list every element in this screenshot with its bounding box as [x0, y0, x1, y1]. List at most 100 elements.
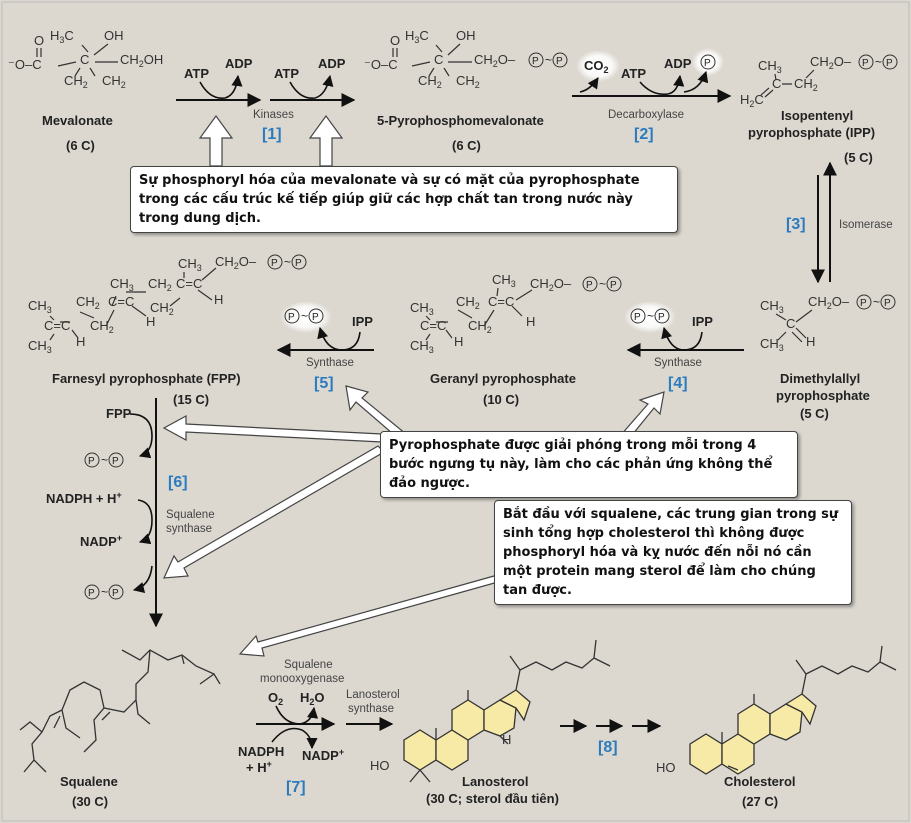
dmapp-structure: CH3 CH2O– C CH3 H P ~ P: [760, 294, 896, 353]
step-4-label: [4]: [668, 375, 688, 392]
svg-text:ATP: ATP: [184, 66, 209, 81]
synthase-label-5: Synthase: [306, 357, 354, 369]
step4-reaction: P ~ P IPP Synthase [4]: [624, 301, 744, 392]
svg-text:CH3: CH3: [410, 338, 434, 355]
svg-text:ADP: ADP: [225, 56, 253, 71]
monooxygenase-label-2: monooxygenase: [260, 673, 344, 685]
svg-text:ADP: ADP: [318, 56, 346, 71]
svg-text:~: ~: [101, 585, 108, 599]
ipp-name-1: Isopentenyl: [781, 108, 853, 123]
svg-text:⁻O–C: ⁻O–C: [8, 57, 42, 72]
svg-text:O: O: [34, 33, 44, 48]
lanosterol-carbons: (30 C; sterol đầu tiên): [426, 791, 559, 806]
step-8-label: [8]: [598, 739, 618, 756]
svg-text:P: P: [884, 298, 891, 309]
svg-text:OH: OH: [104, 28, 124, 43]
svg-text:HO: HO: [370, 758, 390, 773]
svg-text:~: ~: [599, 277, 606, 291]
svg-text:C: C: [772, 76, 781, 91]
svg-text:CH3: CH3: [28, 298, 52, 315]
step-3-label: [3]: [786, 216, 806, 233]
step-1-label: [1]: [262, 126, 282, 143]
svg-text:CH3: CH3: [492, 272, 516, 289]
svg-text:P: P: [271, 258, 278, 269]
svg-text:CH3: CH3: [410, 300, 434, 317]
svg-text:IPP: IPP: [352, 314, 373, 329]
mevalonate-structure: O H3C OH ⁻O–C C CH2OH CH2 CH2: [8, 28, 163, 90]
step8-reaction: [8]: [560, 719, 662, 756]
decarboxylase-label: Decarboxylase: [608, 109, 684, 121]
svg-text:CH3: CH3: [110, 276, 134, 293]
step-2-label: [2]: [634, 126, 654, 143]
svg-text:ATP: ATP: [274, 66, 299, 81]
squalene-structure: [19, 649, 221, 773]
svg-text:P: P: [295, 258, 302, 269]
svg-text:CH2: CH2: [90, 318, 114, 335]
svg-text:H: H: [76, 334, 85, 349]
svg-text:CH2: CH2: [148, 276, 172, 293]
svg-text:O2: O2: [268, 690, 283, 707]
ipp-structure: CH3 CH2O– C CH2 H2C P ~ P: [740, 54, 898, 109]
svg-text:HO: HO: [656, 760, 676, 775]
fpp-name: Farnesyl pyrophosphate (FPP): [52, 371, 241, 386]
svg-text:P: P: [586, 280, 593, 291]
step5-reaction: P ~ P IPP Synthase [5]: [276, 301, 374, 392]
kinases-label: Kinases: [253, 109, 294, 121]
svg-text:IPP: IPP: [692, 314, 713, 329]
svg-text:⁻O–C: ⁻O–C: [364, 57, 398, 72]
squalene-synthase-label-1: Squalene: [166, 509, 215, 521]
svg-text:P: P: [658, 312, 665, 323]
squalene-carbons: (30 C): [72, 794, 108, 809]
svg-text:CH2: CH2: [102, 73, 126, 90]
svg-text:OH: OH: [456, 28, 476, 43]
step-6-label: [6]: [168, 474, 188, 491]
svg-text:P: P: [312, 312, 319, 323]
svg-text:C=C: C=C: [108, 294, 134, 309]
svg-text:C=C: C=C: [176, 276, 202, 291]
svg-text:P: P: [886, 58, 893, 69]
svg-text:FPP: FPP: [106, 406, 132, 421]
cholesterol-carbons: (27 C): [742, 794, 778, 809]
callout-squalene-hydrophobic: Bắt đầu với squalene, các trung gian tro…: [494, 500, 852, 605]
svg-text:~: ~: [873, 295, 880, 309]
svg-text:~: ~: [647, 309, 654, 323]
svg-text:H2O: H2O: [300, 690, 325, 707]
svg-text:CH2: CH2: [456, 73, 480, 90]
step7-reaction: Squalene monooxygenase O2 H2O Lanosterol…: [238, 659, 400, 796]
svg-text:CO2: CO2: [584, 58, 609, 75]
svg-text:~: ~: [875, 55, 882, 69]
fpp-carbons: (15 C): [173, 392, 209, 407]
mevalonate-carbons: (6 C): [66, 138, 95, 153]
svg-text:ADP: ADP: [664, 56, 692, 71]
svg-text:CH3: CH3: [758, 58, 782, 75]
svg-text:P: P: [704, 58, 711, 69]
svg-text:P: P: [610, 280, 617, 291]
svg-text:CH2: CH2: [64, 73, 88, 90]
svg-text:P: P: [862, 58, 869, 69]
svg-text:CH2O–: CH2O–: [474, 52, 516, 69]
svg-text:NADP+: NADP+: [80, 533, 122, 549]
gpp-name: Geranyl pyrophosphate: [430, 371, 576, 386]
svg-text:C=C: C=C: [488, 294, 514, 309]
svg-text:P: P: [860, 298, 867, 309]
svg-text:CH2O–: CH2O–: [530, 276, 572, 293]
fpp-structure: CH3 CH2O– CH3 CH2 C=C CH3 CH2 C=C CH2 C=…: [28, 254, 307, 355]
svg-text:P: P: [112, 456, 119, 467]
isomerase-label: Isomerase: [839, 219, 893, 231]
svg-text:C: C: [434, 52, 443, 67]
gpp-carbons: (10 C): [483, 392, 519, 407]
cholesterol-name: Cholesterol: [724, 774, 796, 789]
svg-text:CH2: CH2: [76, 294, 100, 311]
svg-text:+ H+: + H+: [246, 759, 272, 775]
callout-pyrophosphate-release: Pyrophosphate được giải phóng trong mỗi …: [380, 431, 798, 498]
lanosterol-name: Lanosterol: [462, 774, 528, 789]
step2-reaction: CO2 ATP ADP P Decarboxylase [2]: [572, 48, 732, 143]
svg-text:P: P: [112, 588, 119, 599]
svg-text:ATP: ATP: [621, 66, 646, 81]
svg-text:CH3: CH3: [28, 338, 52, 355]
svg-text:CH2: CH2: [794, 76, 818, 93]
svg-text:H: H: [454, 334, 463, 349]
